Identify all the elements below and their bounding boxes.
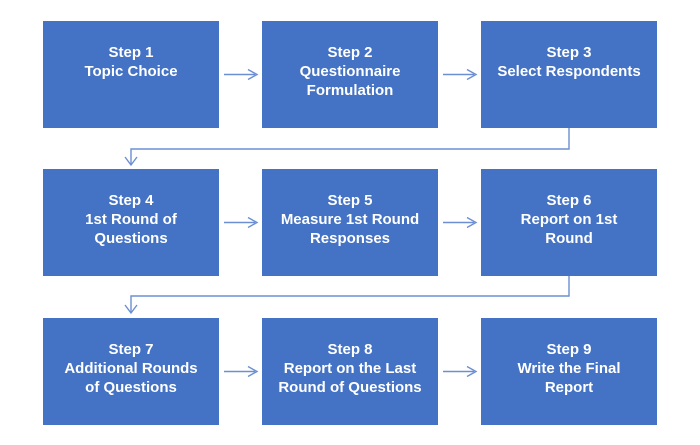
step-7-box: Step 7 Additional Rounds of Questions — [43, 318, 219, 425]
step-1-box: Step 1 Topic Choice — [43, 21, 219, 128]
step-9-text: Report — [544, 379, 594, 396]
step-6-text: Report on 1st — [520, 211, 618, 228]
step-5-box: Step 5 Measure 1st Round Responses — [262, 169, 438, 276]
step-9-title: Step 9 — [546, 341, 592, 358]
arrow-step3-to-step4 — [124, 128, 570, 167]
arrow-step1-to-step2 — [224, 68, 259, 81]
step-8-text: Report on the Last — [283, 360, 417, 377]
step-5-title: Step 5 — [327, 192, 373, 209]
step-8-text: Round of Questions — [278, 379, 422, 396]
step-4-text: Questions — [94, 230, 168, 247]
step-1-title: Step 1 — [108, 44, 154, 61]
arrow-step4-to-step5 — [224, 216, 259, 229]
step-5-text: Measure 1st Round — [280, 211, 420, 228]
step-3-text: Select Respondents — [497, 63, 641, 80]
arrow-step2-to-step3 — [443, 68, 478, 81]
step-7-text: of Questions — [85, 379, 177, 396]
step-6-title: Step 6 — [546, 192, 592, 209]
step-2-title: Step 2 — [327, 44, 373, 61]
arrow-step6-to-step7 — [124, 276, 570, 315]
step-2-text: Questionnaire — [299, 63, 401, 80]
step-6-box: Step 6 Report on 1st Round — [481, 169, 657, 276]
step-1-text: Topic Choice — [84, 63, 178, 80]
arrow-step5-to-step6 — [443, 216, 478, 229]
step-5-text: Responses — [309, 230, 391, 247]
step-2-text: Formulation — [306, 82, 394, 99]
step-4-text: 1st Round of — [85, 211, 177, 228]
step-3-box: Step 3 Select Respondents — [481, 21, 657, 128]
step-9-box: Step 9 Write the Final Report — [481, 318, 657, 425]
arrow-step7-to-step8 — [224, 365, 259, 378]
step-8-title: Step 8 — [327, 341, 373, 358]
step-4-title: Step 4 — [108, 192, 154, 209]
step-3-title: Step 3 — [546, 44, 592, 61]
step-2-box: Step 2 Questionnaire Formulation — [262, 21, 438, 128]
arrow-step8-to-step9 — [443, 365, 478, 378]
step-8-box: Step 8 Report on the Last Round of Quest… — [262, 318, 438, 425]
step-7-title: Step 7 — [108, 341, 154, 358]
step-6-text: Round — [545, 230, 593, 247]
step-7-text: Additional Rounds — [64, 360, 198, 377]
step-9-text: Write the Final — [517, 360, 621, 377]
step-4-box: Step 4 1st Round of Questions — [43, 169, 219, 276]
